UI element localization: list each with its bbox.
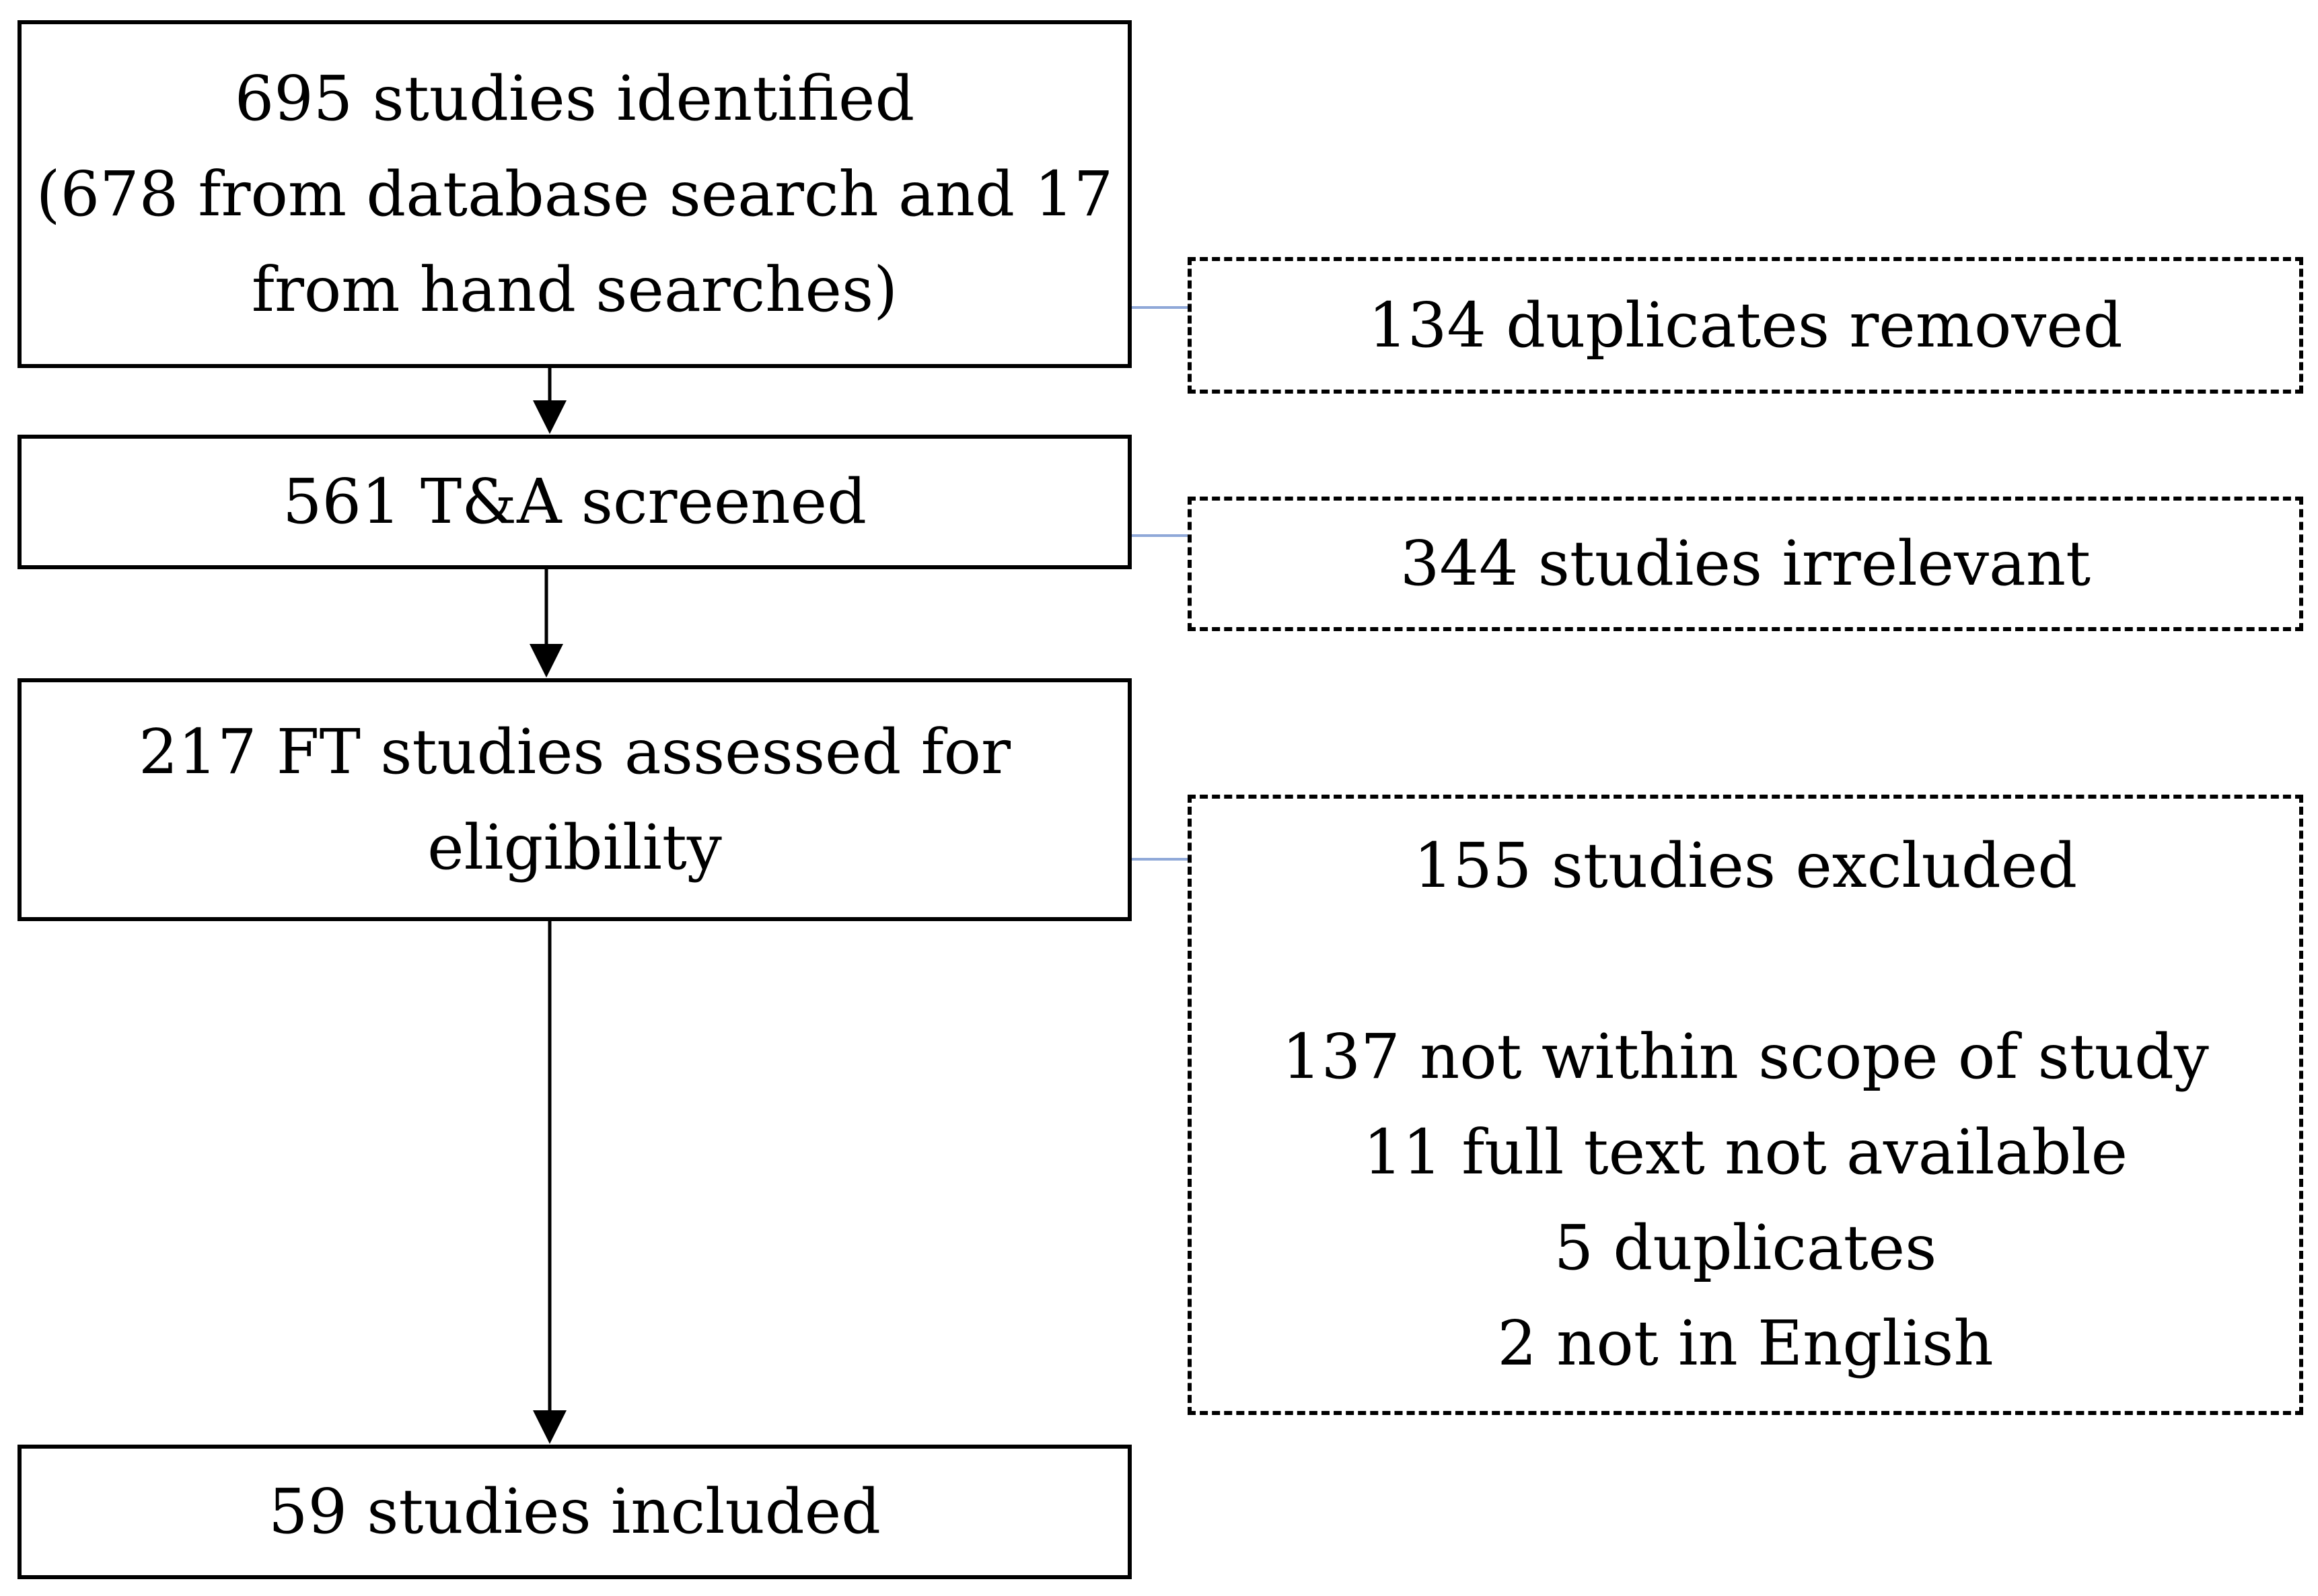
assessed-line-1: 217 FT studies assessed for (138, 715, 1011, 788)
studies-identified-box: 695 studies identified (678 from databas… (17, 20, 1132, 368)
identified-line-1: 695 studies identified (234, 62, 915, 135)
exclusion-reason-scope: 137 not within scope of study (1282, 1021, 2209, 1093)
identified-line-3: from hand searches) (251, 253, 898, 326)
studies-screened-box: 561 T&A screened (17, 435, 1132, 569)
duplicates-removed-label: 134 duplicates removed (1368, 289, 2123, 361)
studies-included-box: 59 studies included (17, 1445, 1132, 1579)
exclusion-reason-full-text: 11 full text not available (1363, 1116, 2128, 1188)
studies-assessed-box: 217 FT studies assessed for eligibility (17, 678, 1132, 921)
exclusion-reason-language: 2 not in English (1497, 1307, 1994, 1379)
exclusion-reason-duplicates: 5 duplicates (1554, 1212, 1937, 1284)
studies-excluded-box: 155 studies excluded 137 not within scop… (1188, 795, 2303, 1415)
included-line-1: 59 studies included (268, 1476, 881, 1548)
identified-line-2: (678 from database search and 17 (36, 157, 1114, 230)
studies-excluded-title: 155 studies excluded (1413, 830, 2078, 902)
duplicates-removed-box: 134 duplicates removed (1188, 257, 2303, 394)
studies-irrelevant-box: 344 studies irrelevant (1188, 497, 2303, 631)
assessed-line-2: eligibility (427, 811, 722, 883)
studies-irrelevant-label: 344 studies irrelevant (1400, 528, 2091, 600)
screened-line-1: 561 T&A screened (283, 466, 867, 538)
